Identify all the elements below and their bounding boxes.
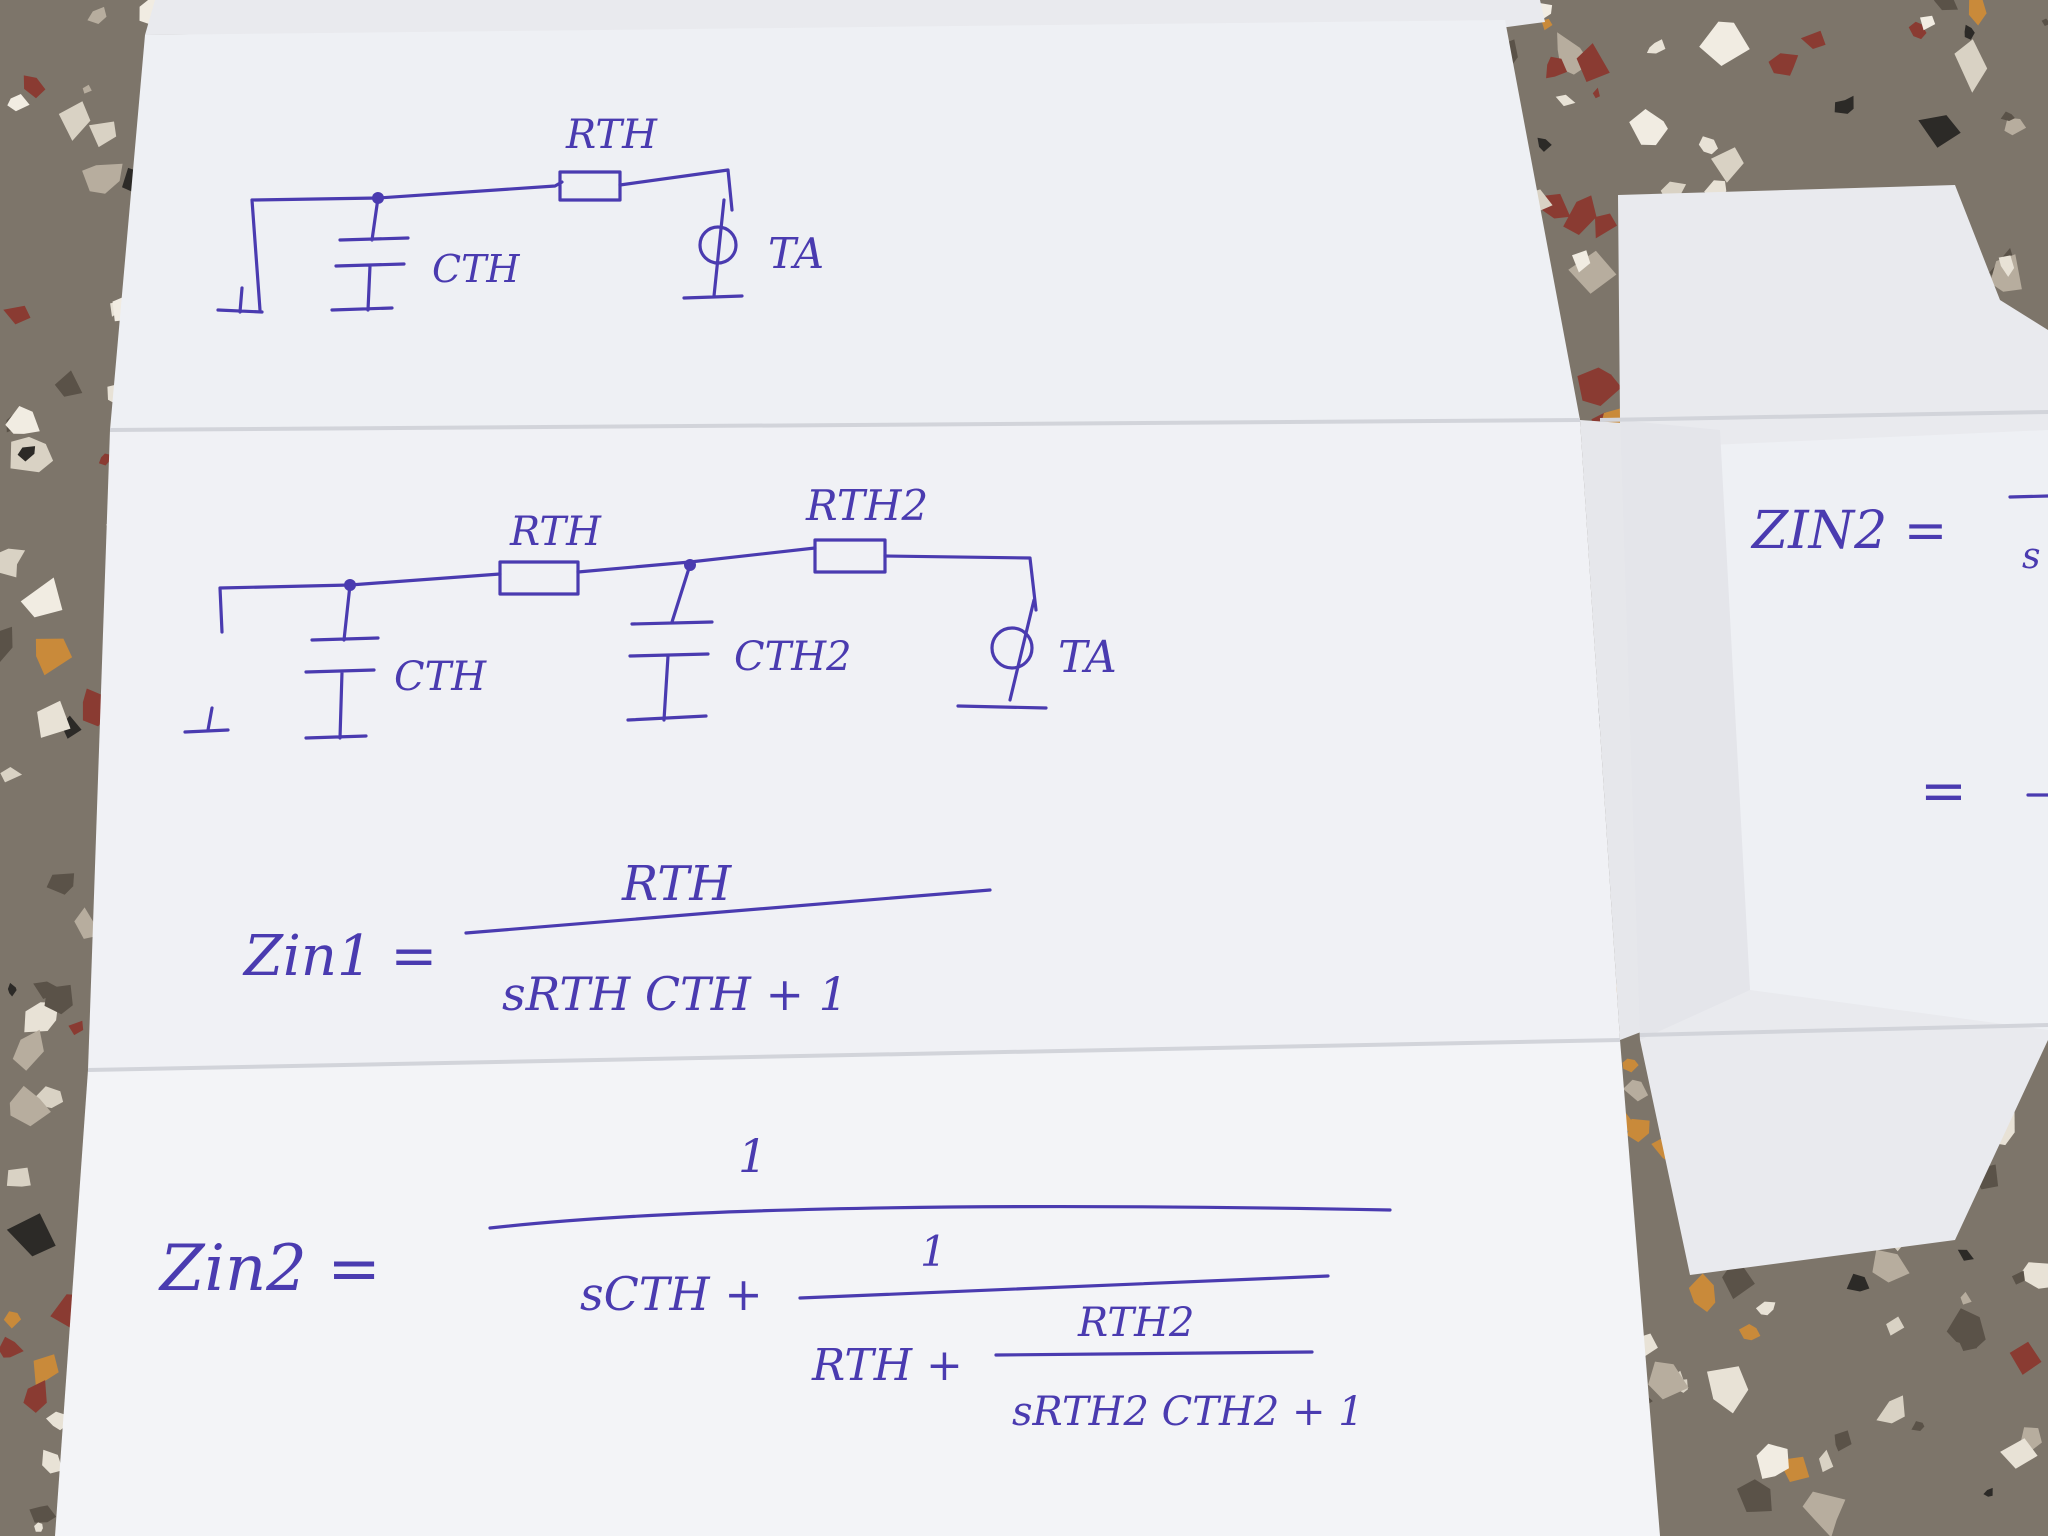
eq2-lhs: Zin2 = <box>158 1232 381 1306</box>
circuit2-c1-label: CTH <box>394 654 487 700</box>
eq2-inner-den-first: RTH + <box>811 1340 963 1391</box>
eq1-denominator: sRTH CTH + 1 <box>502 967 848 1021</box>
eq2-innermost-numerator: RTH2 <box>1077 1300 1194 1346</box>
circuit2-r2-label: RTH2 <box>805 481 928 530</box>
eq2-inner-fraction-bar <box>798 1274 1330 1300</box>
equation-zin1: Zin1 = RTH sRTH CTH + 1 <box>242 856 992 1021</box>
right-lhs: ZIN2 = <box>1750 501 1947 561</box>
circuit2-source-label: TA <box>1058 632 1117 683</box>
eq1-numerator: RTH <box>621 856 732 912</box>
circuit2-r1-label: RTH <box>509 509 602 555</box>
eq2-numerator: 1 <box>738 1129 767 1183</box>
paper-panel-middle <box>88 420 1620 1070</box>
circuit1-r-label: RTH <box>565 112 658 158</box>
paper-panel-upper <box>110 20 1580 430</box>
equation-zin2: Zin2 = 1 sCTH + 1 RTH + RTH2 sRTH2 CTH2 … <box>158 1129 1392 1435</box>
eq1-lhs: Zin1 = <box>242 924 437 989</box>
right-cut-glyph: s <box>2022 536 2040 577</box>
circuit1-c-label: CTH <box>432 247 520 291</box>
eq2-innermost-denominator: sRTH2 CTH2 + 1 <box>1012 1389 1364 1435</box>
right-sheet-equation: ZIN2 = s = <box>1750 494 2048 824</box>
eq2-innermost-fraction-bar <box>994 1350 1314 1357</box>
eq2-den-first: sCTH + <box>580 1267 763 1321</box>
circuit1-source-label: TA <box>768 229 824 278</box>
eq2-main-fraction-bar <box>488 1204 1392 1230</box>
circuit2-c2-label: CTH2 <box>734 634 852 680</box>
right-equals: = <box>1920 759 1967 824</box>
paper-panel-lower <box>55 1040 1660 1536</box>
eq2-inner-numerator: 1 <box>920 1227 947 1276</box>
eq1-fraction-bar <box>464 888 992 935</box>
circuit-1: RTH CTH TA <box>216 112 824 314</box>
circuit-2: RTH RTH2 CTH CTH2 TA <box>183 481 1117 740</box>
